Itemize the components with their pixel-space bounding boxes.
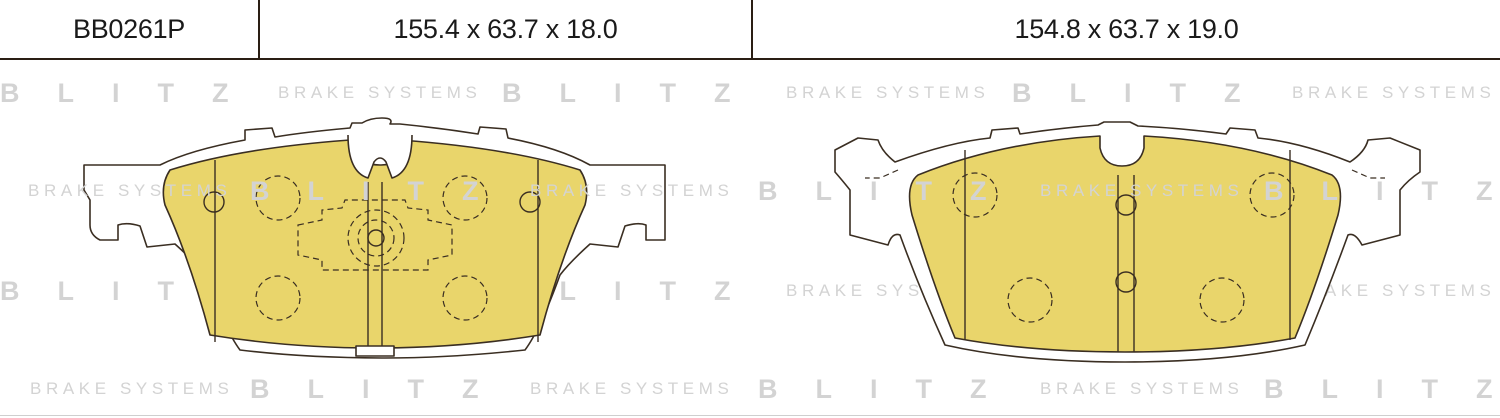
- watermark-tagline: BRAKE SYSTEMS: [1040, 181, 1244, 200]
- column-divider: [751, 0, 753, 58]
- watermark-brand: BLITZ: [250, 176, 517, 206]
- pad-2-rivet-circle: [1199, 277, 1245, 323]
- watermark-brand: BLITZ: [758, 374, 1025, 404]
- watermark-brand: BLITZ: [1012, 78, 1279, 108]
- watermark-tagline: BRAKE SYSTEMS: [786, 83, 990, 102]
- watermark-tagline: BRAKE SYSTEMS: [30, 379, 234, 398]
- watermark-brand: BLITZ: [0, 276, 267, 306]
- watermark-brand: BLITZ: [0, 78, 267, 108]
- pad-2-friction-material: [908, 135, 1342, 353]
- pad-2-rivet-circle: [1249, 172, 1295, 218]
- watermark-brand: BLITZ: [502, 78, 769, 108]
- pad-1-center-notch: [347, 134, 413, 179]
- watermark-brand: BLITZ: [250, 374, 517, 404]
- watermark-brand: BLITZ: [1264, 374, 1492, 404]
- part-code: BB0261P: [73, 13, 185, 44]
- pad-1-clip-outline: [297, 199, 453, 271]
- brake-pad-2: [834, 121, 1421, 363]
- watermark-tagline: BRAKE SYSTEMS: [1292, 83, 1496, 102]
- pad-1-rivet-circle: [255, 275, 301, 321]
- pad-1-pin-circle: [519, 191, 541, 213]
- pad-2-pin-circle: [1115, 194, 1137, 216]
- pad-2-pin-circle: [1115, 271, 1137, 293]
- pad-1-clip-ring: [357, 219, 395, 257]
- watermark-tagline: BRAKE SYSTEMS: [1292, 281, 1496, 300]
- pad-1-rivet-circle: [442, 275, 488, 321]
- watermark-brand: BLITZ: [1264, 176, 1492, 206]
- watermark-tagline: BRAKE SYSTEMS: [28, 181, 232, 200]
- pad-1-clip-center: [367, 229, 385, 247]
- brake-pad-1: [83, 117, 666, 359]
- bottom-rule: [0, 415, 1500, 416]
- pad-1-friction-material: [162, 139, 588, 349]
- watermark-tagline: BRAKE SYSTEMS: [530, 181, 734, 200]
- pad-1-rivet-circle: [255, 175, 301, 221]
- pad-1-rivet-circle: [442, 175, 488, 221]
- pad-1-dimensions: 155.4 x 63.7 x 18.0: [393, 13, 618, 44]
- pad-2-rivet-circle: [952, 172, 998, 218]
- pad-1-clip-ring: [347, 209, 405, 267]
- column-divider: [258, 0, 260, 58]
- pad-1-pin-circle: [203, 191, 225, 213]
- pad-1-bottom-tab: [355, 345, 395, 357]
- watermark-tagline: BRAKE SYSTEMS: [1040, 379, 1244, 398]
- header-table: BB0261P 155.4 x 63.7 x 18.0 154.8 x 63.7…: [0, 0, 1500, 60]
- watermark-tagline: BRAKE SYSTEMS: [278, 83, 482, 102]
- pad-2-rivet-circle: [1007, 277, 1053, 323]
- watermark-tagline: BRAKE SYSTEMS: [530, 379, 734, 398]
- watermark-brand: BLITZ: [758, 176, 1025, 206]
- pad-2-dimensions: 154.8 x 63.7 x 19.0: [1014, 13, 1239, 44]
